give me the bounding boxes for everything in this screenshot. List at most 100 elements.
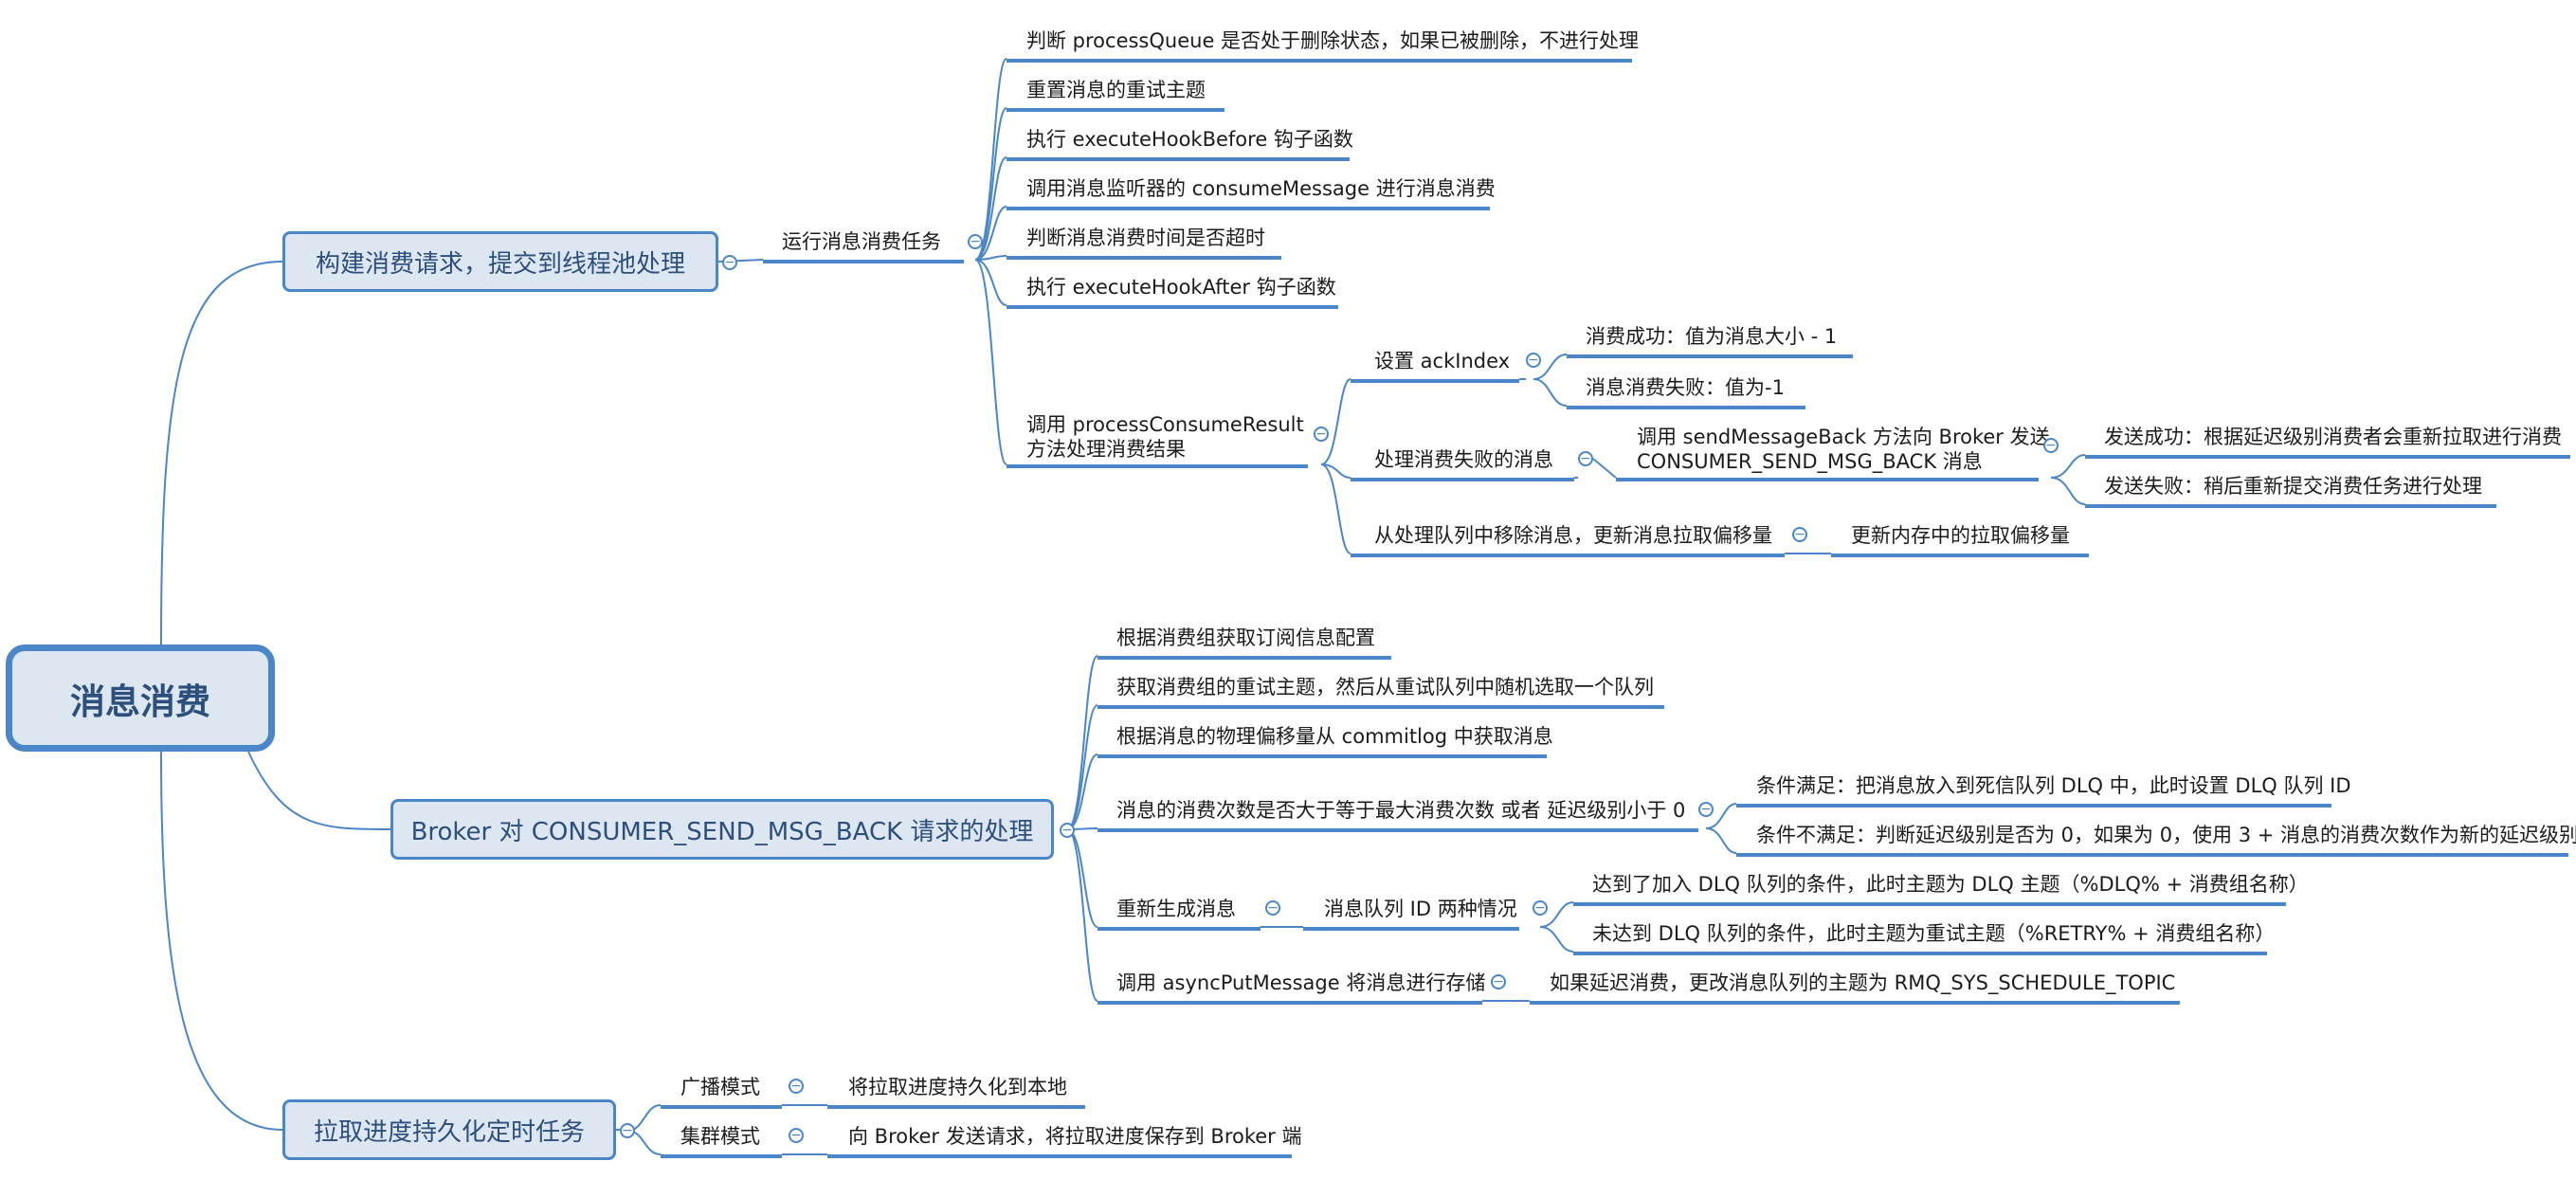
collapse-toggle-icon[interactable]: − <box>1578 451 1593 466</box>
underline <box>1616 478 2039 481</box>
underline <box>1007 108 1225 112</box>
underline <box>1098 705 1664 709</box>
node-hook-after[interactable]: 执行 executeHookAfter 钩子函数 <box>1026 276 1336 299</box>
underline <box>1007 305 1338 309</box>
collapse-toggle-icon[interactable]: − <box>1491 974 1506 989</box>
node-async-put-message[interactable]: 调用 asyncPutMessage 将消息进行存储 <box>1116 971 1486 994</box>
node-condition-not-met[interactable]: 条件不满足：判断延迟级别是否为 0，如果为 0，使用 3 + 消息的消费次数作为… <box>1756 824 2576 846</box>
node-remove-from-queue[interactable]: 从处理队列中移除消息，更新消息拉取偏移量 <box>1374 524 1772 547</box>
node-line: 调用 sendMessageBack 方法向 Broker 发送 <box>1637 426 2050 448</box>
node-queue-id-two-cases[interactable]: 消息队列 ID 两种情况 <box>1324 898 1517 920</box>
underline <box>827 1105 1085 1109</box>
node-cluster-mode[interactable]: 集群模式 <box>680 1125 760 1148</box>
underline <box>1098 656 1391 660</box>
underline <box>1736 804 2331 808</box>
root-node[interactable]: 消息消费 <box>6 644 275 752</box>
underline <box>2085 504 2496 508</box>
underline <box>1831 554 2089 557</box>
connector-line <box>1533 378 1568 407</box>
collapse-toggle-icon[interactable]: − <box>789 1079 804 1094</box>
node-schedule-topic[interactable]: 如果延迟消费，更改消息队列的主题为 RMQ_SYS_SCHEDULE_TOPIC <box>1550 971 2176 994</box>
node-update-memory-offset[interactable]: 更新内存中的拉取偏移量 <box>1851 524 2070 547</box>
underline <box>1303 927 1519 931</box>
connector-line <box>1066 828 1098 928</box>
collapse-toggle-icon[interactable]: − <box>968 234 983 249</box>
node-retry-topic-case[interactable]: 未达到 DLQ 队列的条件，此时主题为重试主题（%RETRY% + 消费组名称） <box>1592 922 2276 945</box>
node-check-processqueue[interactable]: 判断 processQueue 是否处于删除状态，如果已被删除，不进行处理 <box>1026 29 1640 52</box>
node-handle-failed-messages[interactable]: 处理消费失败的消息 <box>1374 448 1553 471</box>
collapse-toggle-icon[interactable]: − <box>1698 802 1714 817</box>
connector-line <box>247 751 391 830</box>
underline <box>1351 478 1574 481</box>
node-get-from-commitlog[interactable]: 根据消息的物理偏移量从 commitlog 中获取消息 <box>1116 725 1553 748</box>
underline <box>1098 754 1547 758</box>
connector-line <box>1705 827 1737 854</box>
underline <box>1098 828 1698 832</box>
connector-line <box>1705 803 1737 829</box>
topic-broker-send-msg-back[interactable]: Broker 对 CONSUMER_SEND_MSG_BACK 请求的处理 <box>390 799 1054 860</box>
node-consume-message[interactable]: 调用消息监听器的 consumeMessage 进行消息消费 <box>1026 177 1496 200</box>
node-process-consume-result[interactable]: 调用 processConsumeResult 方法处理消费结果 <box>1026 412 1304 462</box>
connector-line <box>1066 828 1098 1002</box>
underline <box>1567 406 1805 409</box>
node-set-ackindex[interactable]: 设置 ackIndex <box>1374 350 1511 372</box>
node-send-message-back[interactable]: 调用 sendMessageBack 方法向 Broker 发送 CONSUME… <box>1637 425 2050 474</box>
collapse-toggle-icon[interactable]: − <box>789 1128 804 1143</box>
connector-line <box>1592 458 1617 479</box>
underline <box>1007 157 1350 161</box>
underline <box>1351 379 1519 383</box>
underline <box>1567 354 1853 358</box>
node-reset-retry-topic[interactable]: 重置消息的重试主题 <box>1026 79 1206 101</box>
node-send-success[interactable]: 发送成功：根据延迟级别消费者会重新拉取进行消费 <box>2104 426 2562 448</box>
connector-line <box>1320 463 1351 554</box>
collapse-toggle-icon[interactable]: − <box>722 255 737 270</box>
topic-build-consume-request[interactable]: 构建消费请求，提交到线程池处理 <box>282 231 718 292</box>
node-dlq-topic-case[interactable]: 达到了加入 DLQ 队列的条件，此时主题为 DLQ 主题（%DLQ% + 消费组… <box>1592 873 2309 896</box>
underline <box>1098 927 1261 931</box>
collapse-toggle-icon[interactable]: − <box>1314 427 1329 442</box>
node-get-retry-topic[interactable]: 获取消费组的重试主题，然后从重试队列中随机选取一个队列 <box>1116 676 1654 699</box>
node-regenerate-message[interactable]: 重新生成消息 <box>1116 898 1236 920</box>
node-broadcast-mode[interactable]: 广播模式 <box>680 1076 760 1098</box>
node-line: CONSUMER_SEND_MSG_BACK 消息 <box>1637 450 1983 473</box>
node-line: 调用 processConsumeResult <box>1026 413 1304 436</box>
underline <box>827 1154 1292 1158</box>
underline <box>661 1105 782 1109</box>
connector-line <box>1320 378 1351 465</box>
topic-pull-offset-persist[interactable]: 拉取进度持久化定时任务 <box>282 1099 616 1160</box>
node-consume-fail[interactable]: 消息消费失败：值为-1 <box>1586 376 1785 399</box>
connector-line <box>1539 901 1574 928</box>
underline <box>1530 1001 2180 1005</box>
node-condition-met[interactable]: 条件满足：把消息放入到死信队列 DLQ 中，此时设置 DLQ 队列 ID <box>1756 774 2351 797</box>
node-hook-before[interactable]: 执行 executeHookBefore 钩子函数 <box>1026 128 1353 151</box>
collapse-toggle-icon[interactable]: − <box>620 1123 635 1138</box>
underline <box>661 1154 782 1158</box>
node-check-consume-times[interactable]: 消息的消费次数是否大于等于最大消费次数 或者 延迟级别小于 0 <box>1116 799 1686 822</box>
collapse-toggle-icon[interactable]: − <box>1533 900 1548 916</box>
connector-line <box>160 261 283 645</box>
connector-line <box>974 58 1007 261</box>
underline <box>763 260 964 263</box>
connector-line <box>1066 655 1098 830</box>
underline <box>1573 952 2267 955</box>
connector-line <box>160 751 283 1131</box>
connector-line <box>2050 477 2086 505</box>
node-consume-success[interactable]: 消费成功：值为消息大小 - 1 <box>1586 325 1838 348</box>
underline <box>1736 853 2568 857</box>
connector-line <box>974 259 1007 465</box>
connector-line <box>1320 463 1351 479</box>
collapse-toggle-icon[interactable]: − <box>2043 438 2059 453</box>
underline <box>1007 464 1308 468</box>
node-send-to-broker[interactable]: 向 Broker 发送请求，将拉取进度保存到 Broker 端 <box>848 1125 1302 1148</box>
collapse-toggle-icon[interactable]: − <box>1060 823 1075 838</box>
node-send-fail[interactable]: 发送失败：稍后重新提交消费任务进行处理 <box>2104 475 2482 498</box>
node-run-consume-task[interactable]: 运行消息消费任务 <box>782 230 941 253</box>
node-check-timeout[interactable]: 判断消息消费时间是否超时 <box>1026 227 1265 249</box>
node-persist-local[interactable]: 将拉取进度持久化到本地 <box>848 1076 1067 1098</box>
collapse-toggle-icon[interactable]: − <box>1526 353 1541 368</box>
collapse-toggle-icon[interactable]: − <box>1792 527 1807 542</box>
node-get-subscription-config[interactable]: 根据消费组获取订阅信息配置 <box>1116 626 1375 649</box>
collapse-toggle-icon[interactable]: − <box>1265 900 1280 916</box>
